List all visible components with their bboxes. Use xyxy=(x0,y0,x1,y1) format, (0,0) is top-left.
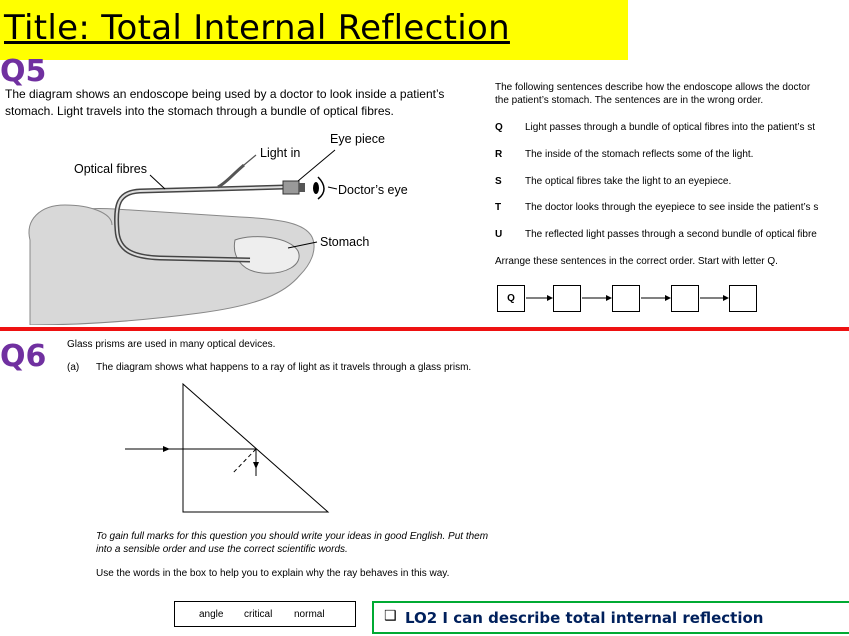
ray-arrow xyxy=(163,446,170,452)
label-optical-fibres: Optical fibres xyxy=(74,162,147,176)
sentence-letter: T xyxy=(495,202,502,213)
q5-intro-line2: stomach. Light travels into the stomach … xyxy=(5,104,394,118)
order-box-answer[interactable] xyxy=(729,285,757,312)
checkbox-icon: ❑ xyxy=(384,608,397,624)
sentence-text: Light passes through a bundle of optical… xyxy=(525,122,816,133)
arrange-instruction: Arrange these sentences in the correct o… xyxy=(495,256,778,267)
q5-right-intro: The following sentences describe how the… xyxy=(495,81,810,107)
sentence-text: The reflected light passes through a sec… xyxy=(525,229,817,240)
doctors-eye xyxy=(317,176,325,200)
glass-prism xyxy=(182,382,330,513)
label-light-in: Light in xyxy=(260,146,301,160)
q6-part-label: (a) xyxy=(67,362,80,373)
page-title: Title: Total Internal Reflection xyxy=(4,8,510,48)
q5-intro: The diagram shows an endoscope being use… xyxy=(5,86,444,120)
q6-marks-note: To gain full marks for this question you… xyxy=(96,530,488,556)
sentence-letter: S xyxy=(495,176,502,187)
eyepiece xyxy=(282,180,300,195)
order-box-answer[interactable] xyxy=(612,285,640,312)
label-doctors-eye: Doctor’s eye xyxy=(338,183,408,197)
learning-objective-text: LO2 I can describe total internal reflec… xyxy=(405,609,764,627)
sentence-letter: U xyxy=(495,229,503,240)
endoscope-diagram xyxy=(28,149,338,325)
light-in-tube xyxy=(217,163,245,189)
q5-right-intro-line1: The following sentences describe how the… xyxy=(495,82,811,93)
label-eye-piece: Eye piece xyxy=(330,132,385,146)
q6-part-text: The diagram shows what happens to a ray … xyxy=(96,362,472,373)
order-box-answer[interactable] xyxy=(671,285,699,312)
normal-line xyxy=(231,448,257,475)
section-divider xyxy=(0,327,849,331)
sentence-text: The doctor looks through the eyepiece to… xyxy=(525,202,819,213)
word-item: angle xyxy=(199,609,224,620)
ray-arrow-down xyxy=(253,462,259,469)
sentence-text: The optical fibres take the light to an … xyxy=(525,176,732,187)
q6-marks-line2: into a sensible order and use the correc… xyxy=(96,544,348,555)
q6-use-words: Use the words in the box to help you to … xyxy=(96,568,450,579)
order-box-q: Q xyxy=(497,285,525,312)
order-box-answer[interactable] xyxy=(553,285,581,312)
learning-objective-box: ❑ LO2 I can describe total internal refl… xyxy=(372,601,849,634)
order-arrows xyxy=(526,295,729,301)
q6-intro: Glass prisms are used in many optical de… xyxy=(67,339,276,350)
sentence-letter: R xyxy=(495,149,503,160)
q5-number: Q5 xyxy=(0,54,47,89)
word-item: critical xyxy=(244,609,273,620)
prism-diagram xyxy=(125,382,330,513)
sentence-letter: Q xyxy=(495,122,503,133)
q6-marks-line1: To gain full marks for this question you… xyxy=(96,531,489,542)
q5-intro-line1: The diagram shows an endoscope being use… xyxy=(5,87,445,101)
word-box: angle critical normal xyxy=(174,601,356,627)
patient-head xyxy=(28,204,113,241)
sentence-text: The inside of the stomach reflects some … xyxy=(525,149,754,160)
title-banner xyxy=(0,0,628,60)
q6-number: Q6 xyxy=(0,339,47,374)
q5-right-intro-line2: the patient’s stomach. The sentences are… xyxy=(495,95,764,106)
word-item: normal xyxy=(294,609,325,620)
label-stomach: Stomach xyxy=(320,235,370,249)
